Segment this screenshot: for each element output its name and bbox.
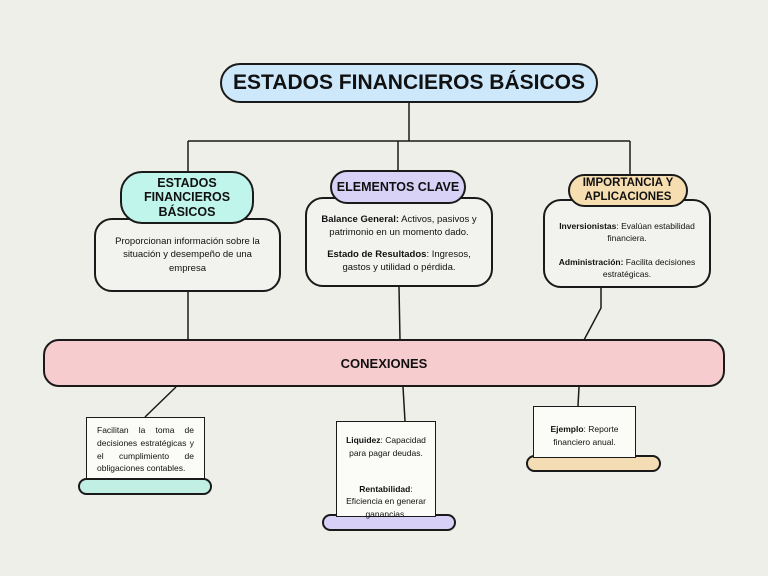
- connexions-to-note-3-line: [577, 386, 580, 407]
- connexions-bar: CONEXIONES: [43, 339, 725, 387]
- item-text: : Capacidad para pagar deudas.: [349, 435, 426, 458]
- branch-3-header: IMPORTANCIA Y APLICACIONES: [568, 174, 688, 207]
- ejemplo-item: Ejemplo: Reporte financiero anual.: [538, 423, 631, 449]
- branch-1-description-box: Proporcionan información sobre la situac…: [94, 218, 281, 292]
- note-1: Facilitan la toma de decisiones estratég…: [86, 417, 205, 479]
- item-term: Administración:: [558, 256, 624, 267]
- item-text: Activos, pasivos y patrimonio en un mome…: [329, 214, 477, 239]
- box-2-to-connexions-line: [398, 286, 401, 341]
- item-term: Liquidez: [346, 435, 381, 445]
- branch-2-header: ELEMENTOS CLAVE: [330, 170, 466, 204]
- branch-3-content-box: Inversionistas: Evalúan estabilidad fina…: [543, 199, 711, 288]
- estado-resultados-item: Estado de Resultados: Ingresos, gastos y…: [317, 248, 481, 275]
- item-text: : Evalúan estabilidad financiera.: [607, 221, 695, 243]
- connexions-to-note-1-line: [144, 386, 177, 418]
- item-text: : Ingresos, gastos y utilidad o pérdida.: [342, 248, 471, 273]
- inversionistas-item: Inversionistas: Evalúan estabilidad fina…: [555, 221, 699, 245]
- note-3: Ejemplo: Reporte financiero anual.: [533, 406, 636, 458]
- liquidez-item: Liquidez: Capacidad para pagar deudas.: [341, 434, 431, 460]
- box-3-to-connexions-line: [583, 288, 602, 341]
- item-text: : Eficiencia en generar ganancias.: [346, 483, 426, 520]
- item-text: Facilita decisiones estratégicas.: [602, 256, 696, 279]
- rentabilidad-item: Rentabilidad: Eficiencia en generar gana…: [341, 483, 431, 521]
- item-text: : Reporte financiero anual.: [553, 424, 619, 447]
- branch-1-header: ESTADOS FINANCIEROS BÁSICOS: [120, 171, 254, 224]
- item-term: Rentabilidad: [359, 483, 411, 494]
- connexions-to-note-2-line: [402, 386, 406, 422]
- note-1-text: Facilitan la toma de decisiones estratég…: [97, 425, 194, 474]
- item-term: Balance General:: [321, 214, 399, 225]
- item-term: Inversionistas: [559, 221, 617, 231]
- note-1-base: [78, 478, 212, 495]
- main-title: ESTADOS FINANCIEROS BÁSICOS: [220, 63, 598, 103]
- administracion-item: Administración: Facilita decisiones estr…: [555, 257, 699, 281]
- branch-2-content-box: Balance General: Activos, pasivos y patr…: [305, 197, 493, 287]
- balance-general-item: Balance General: Activos, pasivos y patr…: [317, 213, 481, 240]
- item-term: Estado de Resultados: [327, 248, 427, 260]
- branch-1-description: Proporcionan información sobre la situac…: [115, 236, 260, 274]
- note-2: Liquidez: Capacidad para pagar deudas. R…: [336, 421, 436, 519]
- item-term: Ejemplo: [550, 424, 584, 434]
